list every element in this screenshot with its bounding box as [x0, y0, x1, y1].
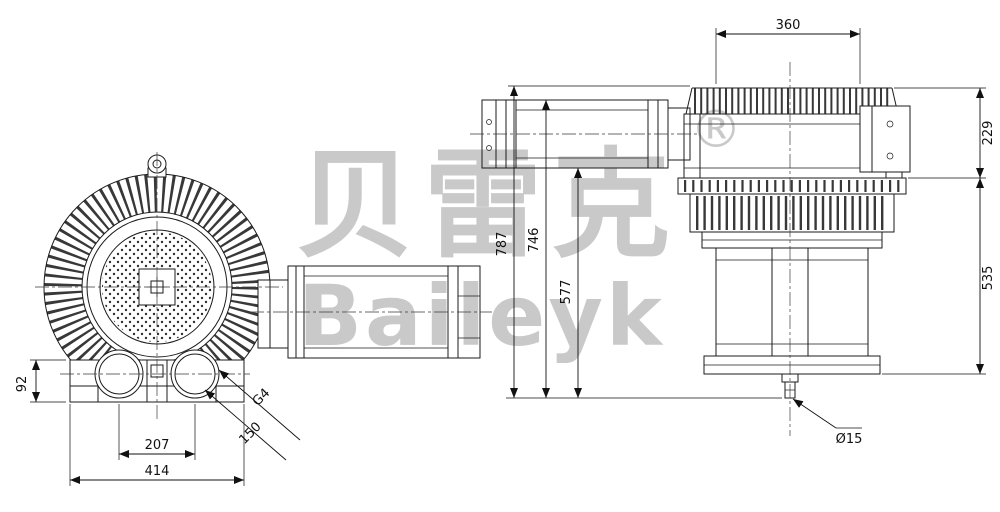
side-pedestal: [703, 247, 881, 375]
dim-body-height: 535: [981, 266, 996, 291]
dim-shaft-diameter: Ø15: [836, 432, 863, 447]
side-motor: [683, 87, 911, 179]
motor-terminal-box: [859, 105, 911, 173]
side-blower-stage: [677, 177, 907, 249]
side-centerlines: [470, 62, 791, 436]
label-thread-g4: G4: [250, 386, 274, 410]
dim-silencer-top-height: 746: [527, 228, 542, 253]
dim-port-spacing: 207: [145, 438, 170, 453]
dim-motor-width: 360: [776, 18, 801, 33]
dim-motor-height: 229: [981, 121, 996, 146]
side-view: 360 229 535 787 746 577: [470, 18, 996, 447]
dim-diagonal-150: 150: [236, 419, 264, 447]
dim-base-width: 414: [145, 464, 170, 479]
side-dimensions: 360 229 535 787 746 577: [495, 18, 996, 447]
front-centerlines: [35, 152, 492, 420]
dim-total-height: 787: [495, 232, 510, 257]
dim-base-height: 92: [15, 376, 30, 393]
front-view: 92 207 414 G4 150: [15, 152, 492, 486]
dim-silencer-bottom-height: 577: [559, 280, 574, 305]
